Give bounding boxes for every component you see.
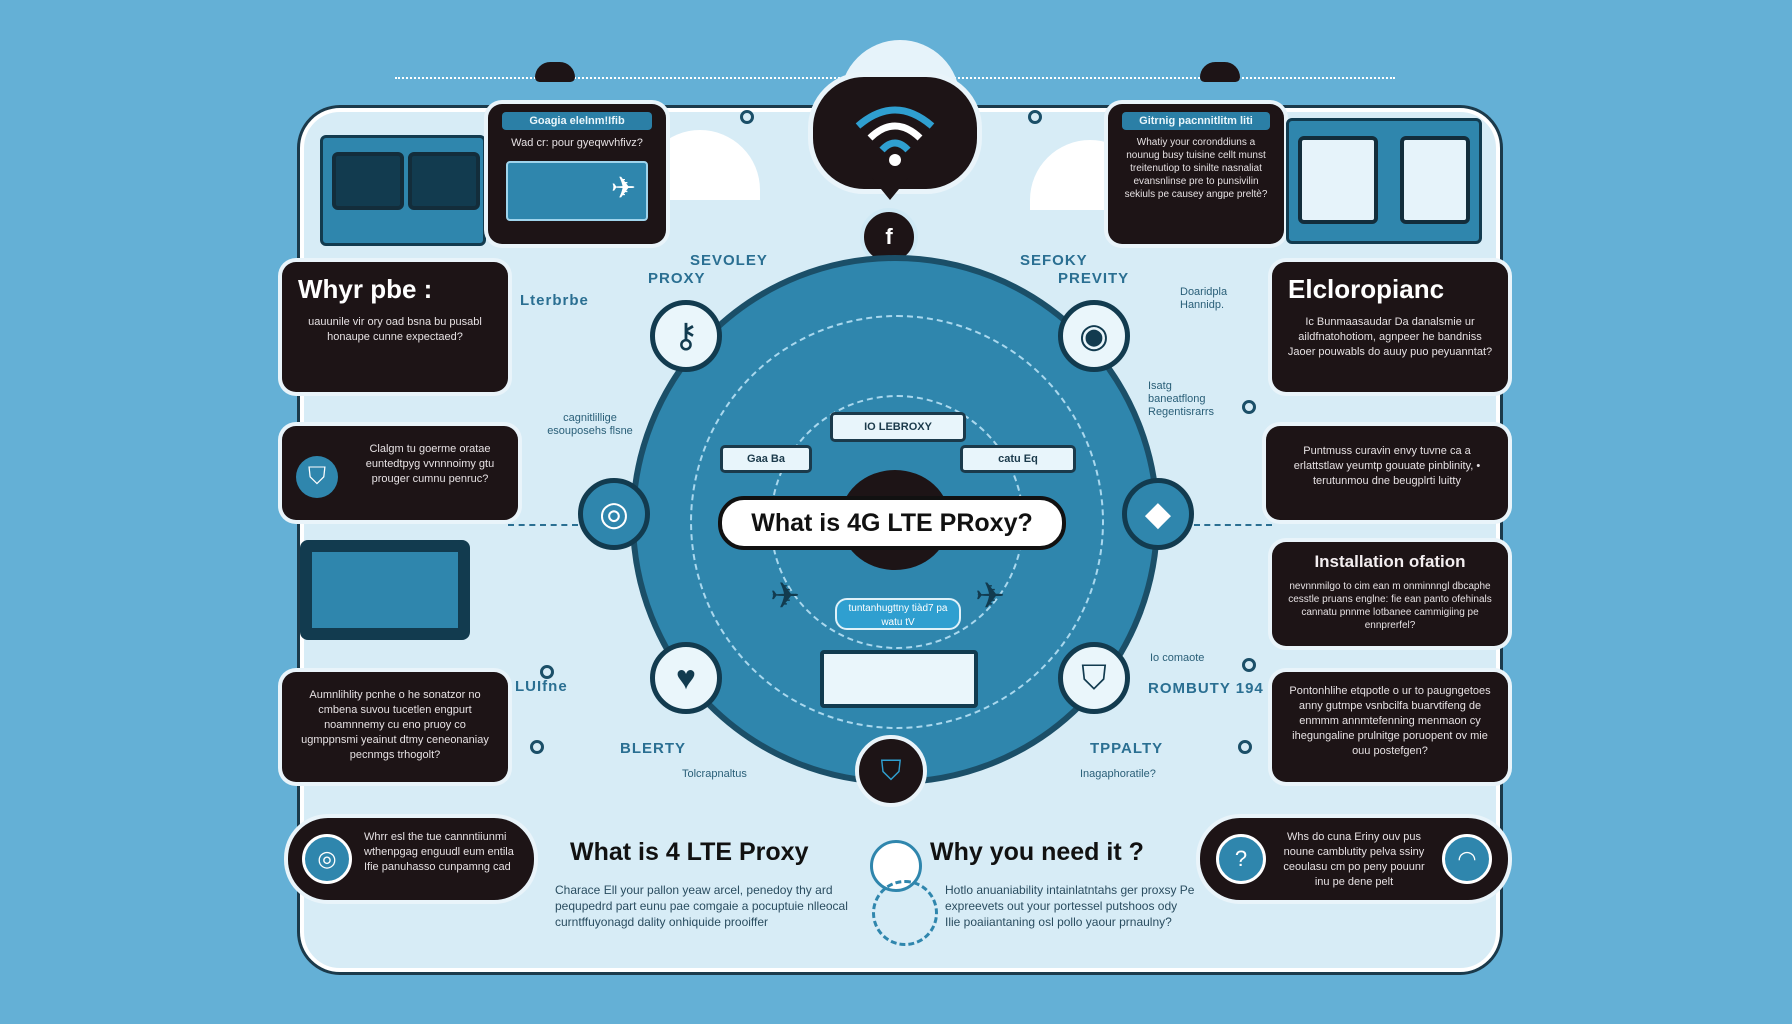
card-body: Whrr esl the tue cannntiiunmi wthenpgag …: [364, 831, 514, 873]
card-heading: Gitrnig pacnnitlitm liti: [1122, 112, 1270, 130]
card-title: Installation ofation: [1314, 552, 1466, 571]
hero-title: What is 4G LTE PRoxy?: [718, 496, 1066, 550]
card-body: Whs do cuna Eriny ouv pus noune cambluti…: [1283, 831, 1425, 888]
card-body: Puntmuss curavin envy tuvne ca a erlatts…: [1293, 445, 1481, 487]
card-top-right: Gitrnig pacnnitlitm liti Whatiy your cor…: [1108, 104, 1284, 244]
shield-node: ⛉: [1058, 642, 1130, 714]
card-title: Whyr pbe :: [298, 274, 433, 304]
plane-icon: ✈: [610, 172, 636, 205]
card-eloro: Elcloropianc Ic Bunmaasaudar Da danalsmi…: [1272, 262, 1508, 392]
footer-title-left: What is 4 LTE Proxy: [570, 838, 809, 866]
note-right-low: Io comaote: [1150, 652, 1205, 664]
card-install: Installation ofation nevnnmilgo to cim e…: [1272, 542, 1508, 646]
fingerprint-icon: ◎: [302, 834, 352, 884]
cloud-icon: [1200, 62, 1240, 82]
heart-icon: ♥: [675, 658, 697, 697]
wifi-icon: ◠: [1442, 834, 1492, 884]
diamond-node: ◆: [1122, 478, 1194, 550]
connector-dot: [1242, 400, 1256, 414]
connector-dot: [540, 665, 554, 679]
plane-icon: ✈: [770, 575, 801, 616]
footer-body-right: Hotlo anuaniability intainlatntahs ger p…: [945, 883, 1195, 929]
connector-dot: [1028, 110, 1042, 124]
label-luifne: LUIfne: [515, 678, 568, 695]
footer-title-right: Why you need it ?: [930, 838, 1144, 866]
hero-tag-left: Gaa Ba: [720, 445, 812, 473]
bottom-pin: ⛉: [855, 735, 927, 807]
card-top-left: Goagia elelnm!Ifib Wad cr: pour gyeqwvhf…: [488, 104, 666, 244]
diamond-icon: ◆: [1144, 495, 1172, 533]
note-bottom-left: Tolcrapnaltus: [682, 768, 747, 780]
card-title: Elcloropianc: [1288, 274, 1445, 304]
plane-icon: ✈: [975, 575, 1006, 616]
card-body: Whatiy your coronddiuns a nounug busy tu…: [1124, 137, 1268, 200]
card-body: Wad cr: pour gyeqwvhfivz?: [511, 137, 643, 149]
card-body: nevnnmilgo to cim ean m onminnngl dbcaph…: [1288, 581, 1492, 631]
book-icon: [820, 650, 978, 708]
label-blerty: BLERTY: [620, 740, 686, 757]
footer-card-left: ◎ Whrr esl the tue cannntiiunmi wthenpga…: [288, 818, 534, 900]
key-node: ⚷: [650, 300, 722, 372]
boarding-pass: ✈: [506, 161, 648, 221]
card-body: Pontonhlihe etqpotle o ur to paugngetoes…: [1289, 685, 1491, 757]
tablet-icon: [1298, 136, 1378, 224]
note-right-mid2: Isatg baneatflong Regentisrarrs: [1148, 380, 1215, 418]
card-left-low: Aumnlihlity pcnhe o he sonatzor no cmben…: [282, 672, 508, 782]
card-right-low: Pontonhlihe etqpotle o ur to paugngetoes…: [1272, 672, 1508, 782]
label-tppalty: TPPALTY: [1090, 740, 1164, 757]
card-body: Aumnlihlity pcnhe o he sonatzor no cmben…: [301, 689, 489, 761]
eye-node: ◉: [1058, 300, 1130, 372]
connector-dot: [740, 110, 754, 124]
wifi-badge: [808, 72, 982, 194]
globe-monitor: [332, 152, 404, 210]
label-previty: PREVITY: [1058, 270, 1130, 287]
connector-line: [1194, 524, 1272, 526]
footer-body-left: Charace Ell your pallon yeaw arcel, pene…: [555, 883, 848, 929]
globe-monitor: [408, 152, 480, 210]
connector-dot: [1238, 740, 1252, 754]
shield-icon: ⛉: [1081, 658, 1107, 697]
heart-node: ♥: [650, 642, 722, 714]
label-lterbrbe: Lterbrbe: [520, 292, 589, 309]
label-rombuty: ROMBUTY 194: [1148, 680, 1264, 697]
note-left-mid: cagnitlillige esouposehs flsne: [547, 412, 633, 437]
card-body: uauunile vir ory oad bsna bu pusabl hona…: [308, 316, 482, 343]
hero-tag-right: catu Eq: [960, 445, 1076, 473]
card-shield: ⛉ Clalgm tu goerme oratae euntedtpyg vvn…: [282, 426, 518, 520]
hero-sub-bar: tuntanhugttny tiàd7 pa watu tV: [835, 598, 961, 630]
tablet-icon: [1400, 136, 1470, 224]
question-icon: ?: [1216, 834, 1266, 884]
wifi-icon: [855, 106, 935, 166]
shield-icon: ⛉: [880, 754, 902, 786]
card-heading: Goagia elelnm!Ifib: [502, 112, 652, 130]
key-icon: ⚷: [673, 317, 699, 355]
note-right-mid: Doaridpla Hannidp.: [1180, 286, 1228, 311]
laptop-screen: [312, 552, 458, 628]
footer-card-right: ? Whs do cuna Eriny ouv pus noune camblu…: [1200, 818, 1508, 900]
card-body: Clalgm tu goerme oratae euntedtpyg vvnnn…: [365, 443, 495, 485]
note-bottom-right: Inagaphoratile?: [1080, 768, 1156, 780]
card-body: Ic Bunmaasaudar Da danalsmie ur aildfnat…: [1287, 316, 1493, 358]
connector-line: [508, 524, 578, 526]
connector-dot: [530, 740, 544, 754]
hero-pin-label: IO LEBROXY: [830, 412, 966, 442]
inner-ring: [690, 315, 1104, 729]
cloud-icon: [535, 62, 575, 82]
label-sevoley: SEVOLEY: [690, 252, 768, 269]
card-right-mid: Puntmuss curavin envy tuvne ca a erlatts…: [1266, 426, 1508, 520]
eye-icon: ◉: [1079, 317, 1109, 355]
wifi-icon: [872, 880, 938, 946]
label-sefoky: SEFOKY: [1020, 252, 1088, 269]
connector-dot: [1242, 658, 1256, 672]
card-why: Whyr pbe : uauunile vir ory oad bsna bu …: [282, 262, 508, 392]
camera-icon: ◎: [599, 495, 629, 533]
wifi-badge-pointer: [872, 178, 908, 200]
shield-icon: ⛉: [296, 456, 338, 498]
label-proxy-left: PROXY: [648, 270, 706, 287]
camera-node: ◎: [578, 478, 650, 550]
